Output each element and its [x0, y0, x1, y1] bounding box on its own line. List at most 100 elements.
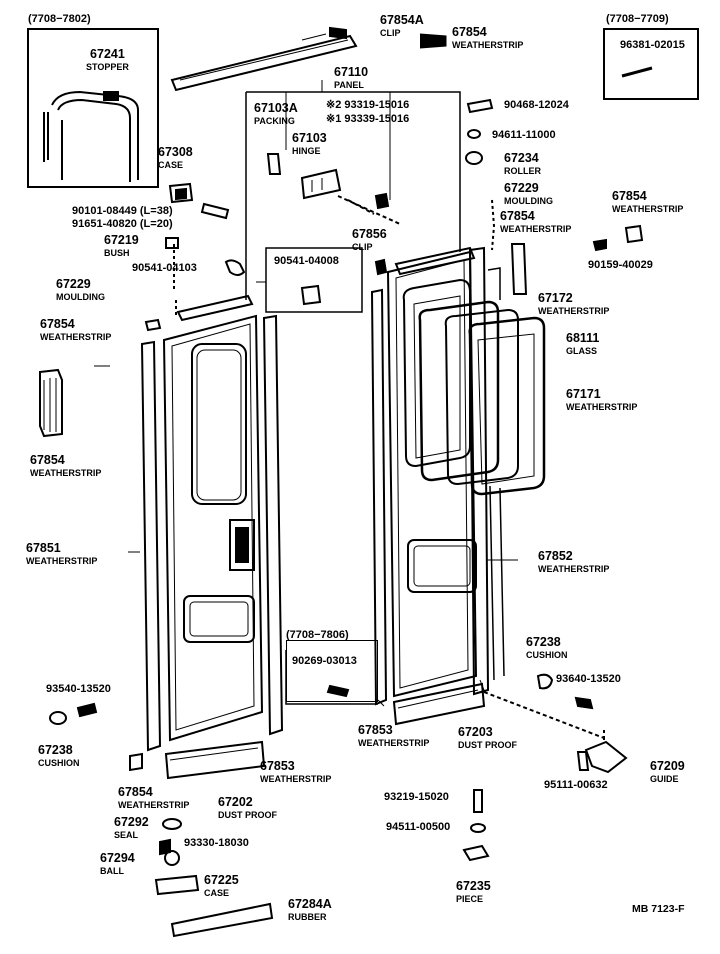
part-name: SEAL — [114, 830, 139, 840]
part-label-67238-left: 67238 CUSHION — [38, 742, 80, 768]
inset-frame-center — [286, 640, 378, 702]
part-label-67238-right: 67238 CUSHION — [526, 634, 568, 660]
part-number: 67229 — [56, 277, 91, 291]
part-name: WEATHERSTRIP — [566, 402, 638, 412]
part-name: MOULDING — [56, 292, 105, 302]
part-label-93319: ※2 93319-15016 — [326, 99, 410, 111]
part-number: 67854 — [612, 189, 647, 203]
part-number: 67854 — [500, 209, 535, 223]
part-label-67235: 67235 PIECE — [456, 878, 491, 904]
part-number: 67854 — [30, 453, 65, 467]
part-label-90541-04008: 90541-04008 — [274, 255, 339, 267]
part-label-67103A: 67103A PACKING — [254, 100, 298, 126]
part-name: WEATHERSTRIP — [30, 468, 102, 478]
top-weatherstrip-drawing — [170, 26, 358, 92]
part-label-67854-left-1: 67854 WEATHERSTRIP — [40, 316, 111, 342]
part-number: 67171 — [566, 387, 601, 401]
part-number: 67229 — [504, 181, 539, 195]
part-label-67103: 67103 HINGE — [292, 130, 327, 156]
stopper-inset-drawing — [43, 90, 139, 182]
part-number: 67854 — [40, 317, 75, 331]
part-label-67308: 67308 CASE — [158, 144, 193, 170]
part-label-67171: 67171 WEATHERSTRIP — [566, 386, 637, 412]
part-number: 67853 — [260, 759, 295, 773]
part-number: 67851 — [26, 541, 61, 555]
part-name: BALL — [100, 866, 124, 876]
part-name: WEATHERSTRIP — [452, 40, 524, 50]
part-number: 67308 — [158, 145, 193, 159]
part-label-90269: 90269-03013 — [292, 655, 357, 667]
part-number: 67853 — [358, 723, 393, 737]
part-name: WEATHERSTRIP — [260, 774, 332, 784]
part-label-67854-right-1: 67854 WEATHERSTRIP — [500, 208, 571, 234]
part-number: 67103 — [292, 131, 327, 145]
part-label-93330: 93330-18030 — [184, 837, 249, 849]
inset-frame-right-top-label: (7708−7709) — [606, 13, 669, 25]
part-label-67294: 67294 BALL — [100, 850, 135, 876]
part-name: HINGE — [292, 146, 321, 156]
part-label-94511: 94511-00500 — [386, 821, 451, 833]
part-name: CLIP — [352, 242, 373, 252]
part-name: DUST PROOF — [458, 740, 518, 750]
part-name: GUIDE — [650, 774, 679, 784]
part-label-67234: 67234 ROLLER — [504, 150, 541, 176]
part-number: 67852 — [538, 549, 573, 563]
part-number: 67294 — [100, 851, 135, 865]
part-label-68111: 68111 GLASS — [566, 330, 599, 356]
part-label-93339: ※1 93339-15016 — [326, 113, 410, 125]
part-label-67229-left: 67229 MOULDING — [56, 276, 105, 302]
part-label-67209: 67209 GUIDE — [650, 758, 685, 784]
part-label-67203: 67203 DUST PROOF — [458, 724, 517, 750]
part-label-67854-left-2: 67854 WEATHERSTRIP — [30, 452, 101, 478]
part-number: 67284A — [288, 897, 332, 911]
part-name: PIECE — [456, 894, 484, 904]
part-name: WEATHERSTRIP — [40, 332, 112, 342]
part-number: 68111 — [566, 331, 600, 345]
part-label-95111: 95111-00632 — [544, 779, 608, 791]
part-number: 67203 — [458, 725, 493, 739]
part-label-67854-top: 67854 WEATHERSTRIP — [452, 24, 523, 50]
part-name: STOPPER — [86, 62, 129, 72]
part-name: CLIP — [380, 28, 401, 38]
part-label-67854-right-2: 67854 WEATHERSTRIP — [612, 188, 683, 214]
part-label-67229-right: 67229 MOULDING — [504, 180, 553, 206]
part-number: 67234 — [504, 151, 539, 165]
part-name: DUST PROOF — [218, 810, 278, 820]
part-number: 67235 — [456, 879, 491, 893]
part-label-93640: 93640-13520 — [556, 673, 621, 685]
part-label-91651: 91651-40820 (L=20) — [72, 218, 173, 230]
hinge-bracket-drawing — [245, 80, 461, 313]
part-name: WEATHERSTRIP — [118, 800, 190, 810]
left-door-drawing — [140, 314, 284, 780]
part-name: CASE — [204, 888, 230, 898]
inset-frame-center-label: (7708−7806) — [286, 629, 349, 641]
part-name: WEATHERSTRIP — [538, 306, 610, 316]
part-label-67284A: 67284A RUBBER — [288, 896, 332, 922]
part-label-90468: 90468-12024 — [504, 99, 569, 111]
part-label-67292: 67292 SEAL — [114, 814, 149, 840]
part-label-67110: 67110 PANEL — [334, 64, 368, 90]
part-number: 67209 — [650, 759, 685, 773]
part-label-67219: 67219 BUSH — [104, 232, 139, 258]
part-name: PACKING — [254, 116, 295, 126]
part-number: 67238 — [38, 743, 73, 757]
part-number: 67202 — [218, 795, 253, 809]
part-label-67202: 67202 DUST PROOF — [218, 794, 277, 820]
part-label-67854-left-3: 67854 WEATHERSTRIP — [118, 784, 189, 810]
part-number: 67241 — [90, 47, 125, 61]
inset-frame-left-top-label: (7708−7802) — [28, 13, 91, 25]
left-small-parts-drawing — [39, 182, 254, 438]
part-name: GLASS — [566, 346, 598, 356]
part-number: 67292 — [114, 815, 149, 829]
part-label-67854A: 67854A CLIP — [380, 12, 424, 38]
part-label-96381: 96381-02015 — [620, 39, 685, 51]
figure-reference: MB 7123-F — [632, 903, 685, 915]
part-number: 67854 — [452, 25, 487, 39]
part-name: WEATHERSTRIP — [358, 738, 430, 748]
part-name: CASE — [158, 160, 184, 170]
part-number: 67225 — [204, 873, 239, 887]
part-name: CUSHION — [38, 758, 80, 768]
part-name: WEATHERSTRIP — [500, 224, 572, 234]
part-name: ROLLER — [504, 166, 541, 176]
